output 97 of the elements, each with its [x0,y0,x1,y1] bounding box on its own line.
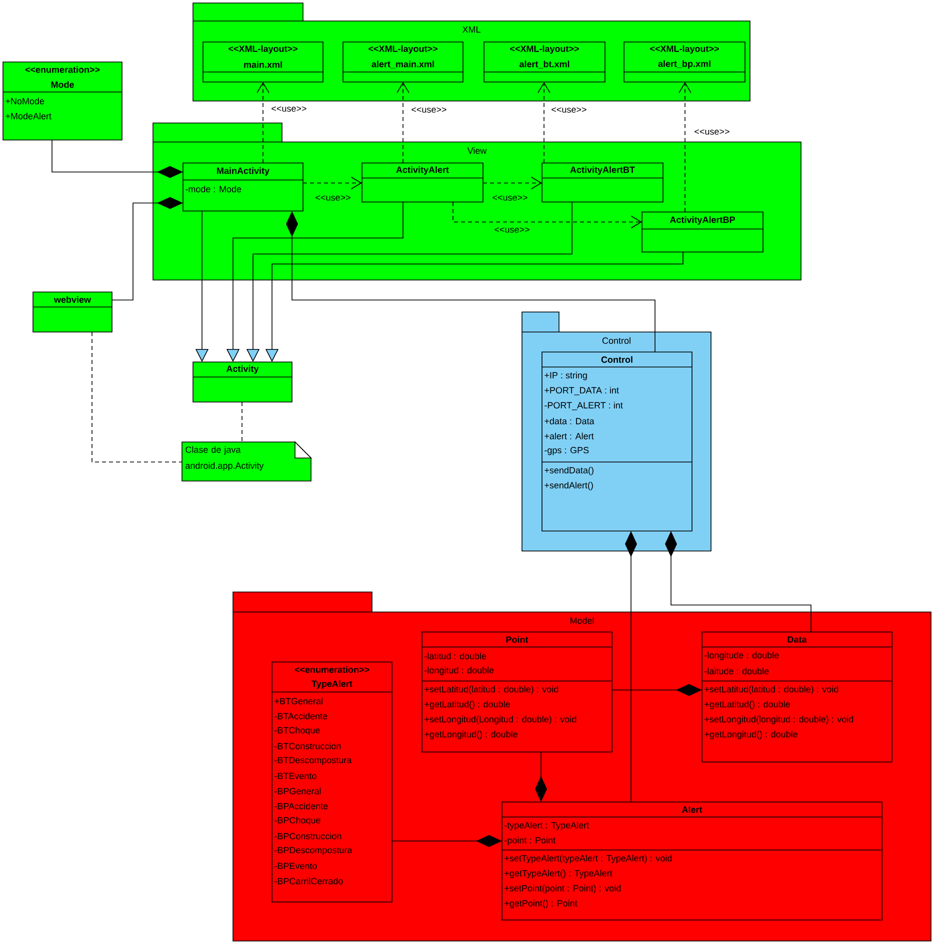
attribute-text: +PORT_DATA : int [544,386,619,396]
stereotype-label: <<XML-layout>> [228,45,298,54]
dependency-arrow [452,202,642,228]
attribute-text: -PORT_ALERT : int [544,402,623,410]
stereotype-label: <<XML-layout>> [368,45,438,54]
class-name: alert_main.xml [372,60,434,68]
attribute-text: +IP : string [544,372,587,380]
class-box [342,42,464,82]
enum-literal: -BPGeneral [274,788,321,794]
class-box [32,292,112,332]
enum-literal: -BPChoque [274,816,320,826]
enum-literal: +NoMode [6,98,44,104]
class-box [484,42,606,82]
attribute-text: -laitude : double [704,668,769,674]
attribute-text: -mode : Mode [186,186,242,192]
attribute-text: +data : Data [544,418,594,424]
enum-literal: -BTEvento [274,772,316,780]
operation-text: +getLatitud() : double [424,700,510,710]
class-box [362,162,484,202]
dependency-arrow [482,176,542,190]
dependency-arrow [302,176,362,190]
operation-text: +setTypeAlert(typeAlert : TypeAlert) : void [504,854,672,864]
operation-text: +getPoint() : Point [504,900,578,908]
class-name: alert_bt.xml [520,60,570,68]
enum-literal: -BPAccidente [274,802,328,810]
class-box [642,212,764,252]
operation-text: +getLongitud() : double [424,730,518,740]
enum-literal: -BPConstruccion [274,832,342,840]
stereotype-label: <<XML-layout>> [510,45,579,54]
class-name: TypeAlert [312,680,352,689]
class-name: ActivityAlertBP [670,216,735,225]
attribute-text: -longitude : double [704,652,779,660]
enum-literal: -BTChoque [274,726,320,736]
enum-literal: -BTConstruccion [274,742,341,750]
attribute-text: +alert : Alert [544,432,594,440]
class-box [2,62,122,140]
stereotype-label: <<XML-layout>> [650,45,719,54]
attribute-text: -point : Point [504,836,556,846]
operation-text: +setLongitud(Longitud : double) : void [424,716,576,724]
stereotype-label: <<enumeration>> [294,666,370,673]
class-box [542,162,664,202]
package-name: Control [602,337,630,344]
dependency-arrow [256,82,270,164]
enum-literal: -BPDescompostura [274,846,352,856]
class-box [202,42,324,82]
enum-literal: -BPEvento [274,862,317,870]
edge-label: <<use>> [272,106,306,112]
operation-text: +setLongitud(longitud : double) : void [704,716,854,724]
class-box [624,42,746,82]
operation-text: +getLongitud() : double [704,730,798,740]
operation-text: +getLatitud() : double [704,700,790,710]
class-box [192,362,292,402]
class-box [422,632,612,752]
attribute-text: -gps : GPS [544,446,589,456]
operation-text: +sendAlert() [544,482,593,490]
operation-text: +sendData() [544,466,594,476]
note-link [92,332,182,462]
class-name: Point [506,636,528,643]
class-name: main.xml [244,61,282,68]
class-box [702,632,892,762]
edge-label: <<use>> [412,107,446,113]
attribute-text: -longitud : double [424,666,494,676]
package-name: Model [570,617,594,624]
enum-literal: -BTAccidente [274,712,328,720]
enum-literal: -BTDescompostura [274,756,352,766]
class-name: ActivityAlert [396,166,449,175]
class-name: MainActivity [217,167,270,176]
package-name: XML [462,26,480,33]
class-box [542,352,692,532]
class-name: webview [54,296,92,303]
class-name: Alert [682,806,702,813]
stereotype-label: <<enumeration>> [25,66,100,73]
dependency-arrow [538,82,550,164]
edge-label: <<use>> [552,107,586,113]
class-name: Activity [226,365,259,374]
note-text: Clase de java android.app.Activity [186,446,264,471]
attribute-text: -typeAlert : TypeAlert [504,822,589,830]
class-name: alert_bp.xml [658,60,710,69]
class-box [502,802,882,920]
enum-literal: +BTGeneral [274,698,322,704]
dependency-arrow [396,82,410,164]
class-name: Mode [51,81,74,88]
operation-text: +setLatitud(latitud : double) : void [704,686,838,694]
attribute-text: -latitud : double [424,652,486,660]
class-name: ActivityAlertBT [570,166,635,175]
class-box [182,162,304,212]
class-name: Data [788,636,807,643]
edge-label: <<use>> [694,129,730,135]
enum-literal: -BPCarrilCerrado [274,878,343,884]
operation-text: +setPoint(point : Point) : void [504,884,621,894]
package-name: View [467,147,487,154]
operation-text: +setLatitud(latitud : double) : void [424,686,558,694]
enum-literal: +ModeAlert [6,112,52,120]
class-name: Control [601,356,632,363]
dependency-arrow [678,82,692,212]
operation-text: +getTypeAlert() : TypeAlert [504,870,612,878]
class-box [272,662,392,902]
